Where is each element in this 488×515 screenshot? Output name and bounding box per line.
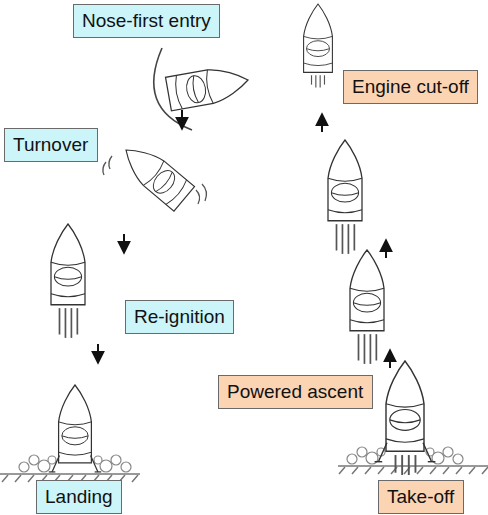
flow-arrow (322, 115, 390, 368)
stage-label: Take-off (387, 486, 454, 508)
rocket-ascent (350, 250, 384, 364)
stage-label: Nose-first entry (82, 10, 211, 32)
stage-label: Powered ascent (227, 381, 363, 403)
motion-lines (103, 156, 207, 204)
rocket-turnover (116, 138, 195, 211)
stage-label-box: Landing (36, 480, 122, 514)
stage-label: Engine cut-off (352, 76, 469, 98)
stage-label-box: Take-off (378, 480, 464, 514)
stage-label: Turnover (13, 134, 88, 156)
stage-label-box: Powered ascent (218, 375, 373, 409)
rocket-takeoff (375, 361, 436, 475)
stage-label: Re-ignition (134, 306, 225, 328)
stage-label-box: Turnover (4, 128, 98, 162)
rocket-ascent (328, 140, 362, 254)
stage-label: Landing (45, 486, 113, 508)
stage-label-box: Re-ignition (125, 300, 234, 334)
rocket-cutoff (304, 4, 333, 88)
rocket-reignition (51, 224, 85, 338)
stage-label-box: Engine cut-off (343, 70, 478, 104)
stage-label-box: Nose-first entry (73, 4, 220, 38)
rocket-landing (49, 385, 101, 472)
rocket-entry (166, 63, 251, 111)
